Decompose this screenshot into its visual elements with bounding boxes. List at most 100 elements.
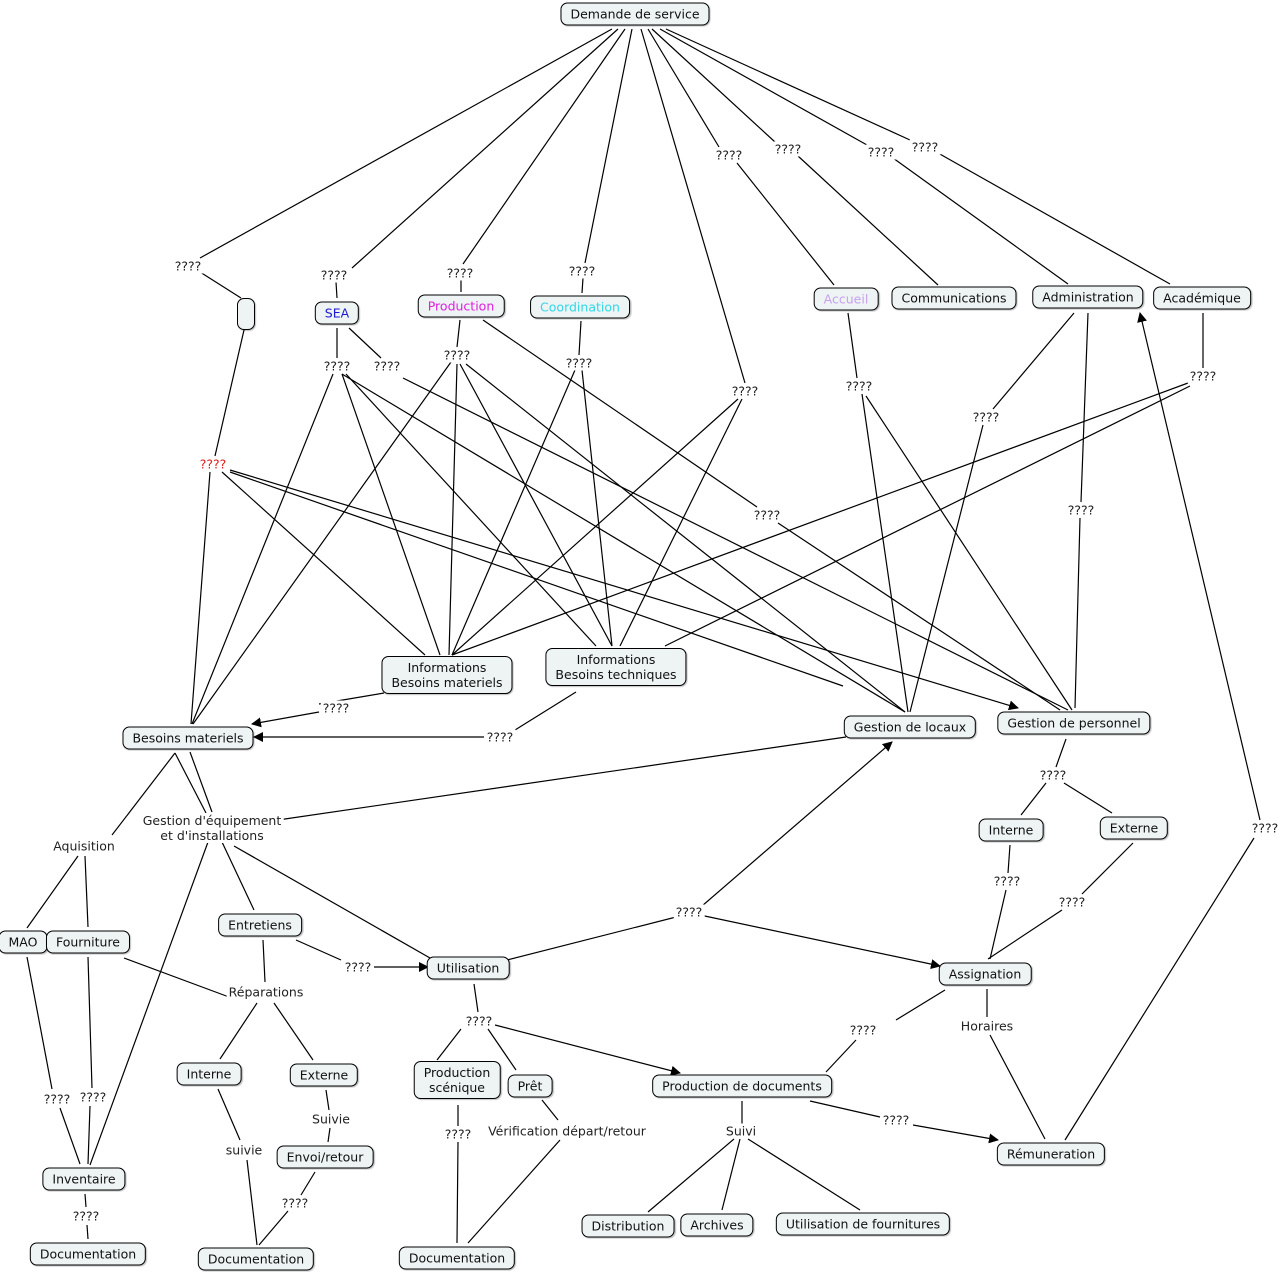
line-connector [448,363,458,656]
link-label: ???? [843,378,875,394]
line-connector [199,28,613,259]
link-label: ???? [1037,767,1069,783]
node-besoins-materiels[interactable]: Besoins materiels [122,726,254,750]
line-connector [214,329,245,457]
line-connector [277,736,847,821]
node-pret[interactable]: Prêt [507,1074,553,1098]
line-connector [1020,782,1047,816]
link-label-suivi: Suivi [723,1123,759,1139]
link-label-suivie: suivie [223,1142,265,1158]
line-connector [111,752,176,836]
link-label: ???? [880,1112,912,1128]
node-sea[interactable]: SEA [314,301,360,325]
node-demande-de-service[interactable]: Demande de service [560,2,710,26]
line-connector [487,1028,517,1071]
line-connector [482,319,758,508]
node-entretiens[interactable]: Entretiens [218,913,302,937]
node-accueil[interactable]: Accueil [813,287,879,311]
node-externe-personnel[interactable]: Externe [1099,816,1169,840]
line-connector [736,162,835,286]
node-empty[interactable] [237,298,255,330]
arrow-connector [701,741,893,907]
node-coordination[interactable]: Coordination [530,295,630,319]
link-label: ???? [444,265,476,281]
node-archives[interactable]: Archives [680,1213,754,1237]
link-label: ???? [320,700,352,716]
node-info-besoins-techniques[interactable]: Informations Besoins techniques [545,648,687,686]
line-connector [892,157,1069,285]
node-remuneration[interactable]: Rémuneration [996,1142,1106,1166]
line-connector [348,327,382,359]
node-production[interactable]: Production [417,294,505,318]
link-label: ???? [865,144,897,160]
link-label: ???? [321,358,353,374]
line-connector [199,271,242,299]
line-connector [436,1028,462,1061]
node-documentation-inventaire[interactable]: Documentation [29,1242,147,1266]
node-assignation[interactable]: Assignation [938,962,1032,986]
node-interne-personnel[interactable]: Interne [978,818,1044,842]
link-label: ???? [729,383,761,399]
node-communications[interactable]: Communications [891,286,1017,310]
node-production-scenique[interactable]: Production scénique [413,1061,501,1099]
line-connector [84,1193,87,1208]
line-connector [1080,312,1089,503]
node-envoi-retour[interactable]: Envoi/retour [276,1145,374,1169]
line-connector [86,1224,89,1240]
line-connector [327,1127,331,1143]
line-connector [1064,837,1255,1141]
link-label: ???? [342,959,374,975]
line-connector [640,28,746,384]
node-externe-reparations[interactable]: Externe [289,1063,359,1087]
line-connector [26,956,53,1090]
line-connector [335,281,338,299]
node-info-besoins-materiels[interactable]: Informations Besoins materiels [381,656,513,694]
line-connector [664,385,1191,647]
line-connector [59,1107,81,1165]
link-label: ???? [751,507,783,523]
node-production-de-documents[interactable]: Production de documents [652,1074,832,1098]
node-documentation-utilisation[interactable]: Documentation [398,1246,516,1270]
line-connector [647,28,720,148]
link-label: ???? [279,1195,311,1211]
line-connector [341,373,906,713]
line-connector [584,28,633,264]
arrow-connector [494,1024,681,1076]
node-mao[interactable]: MAO [0,930,48,954]
link-label: ???? [772,141,804,157]
line-connector [825,1039,857,1073]
line-connector [937,152,1171,285]
node-inventaire[interactable]: Inventaire [42,1167,126,1191]
line-connector [451,382,1189,656]
line-connector [797,155,939,286]
link-label-aquisition: Aquisition [51,838,117,854]
node-interne-reparations[interactable]: Interne [176,1062,242,1086]
node-distribution[interactable]: Distribution [581,1214,675,1238]
link-label: ???? [1187,368,1219,384]
line-connector [300,1171,316,1196]
link-label: ???? [442,1126,474,1142]
arrow-connector [912,1124,999,1144]
line-connector [190,471,211,725]
line-connector [341,373,441,656]
line-connector [619,398,743,647]
line-connector [295,939,342,961]
line-connector [847,312,858,379]
line-connector [258,1210,289,1246]
line-connector [777,522,1061,711]
link-label: ???? [847,1022,879,1038]
node-gestion-de-personnel[interactable]: Gestion de personnel [997,711,1151,735]
line-connector [217,1088,241,1141]
link-label: ???? [563,355,595,371]
node-academique[interactable]: Académique [1153,286,1251,310]
node-utilisation-de-fournitures[interactable]: Utilisation de fournitures [775,1212,951,1236]
node-gestion-de-locaux[interactable]: Gestion de locaux [843,715,977,739]
line-connector [665,28,911,141]
line-connector [87,956,93,1089]
node-utilisation[interactable]: Utilisation [426,956,510,980]
node-administration[interactable]: Administration [1032,285,1144,309]
node-fourniture[interactable]: Fourniture [45,930,131,954]
line-connector [456,1141,459,1244]
link-label: ???? [70,1208,102,1224]
node-documentation-reparations[interactable]: Documentation [197,1247,315,1271]
